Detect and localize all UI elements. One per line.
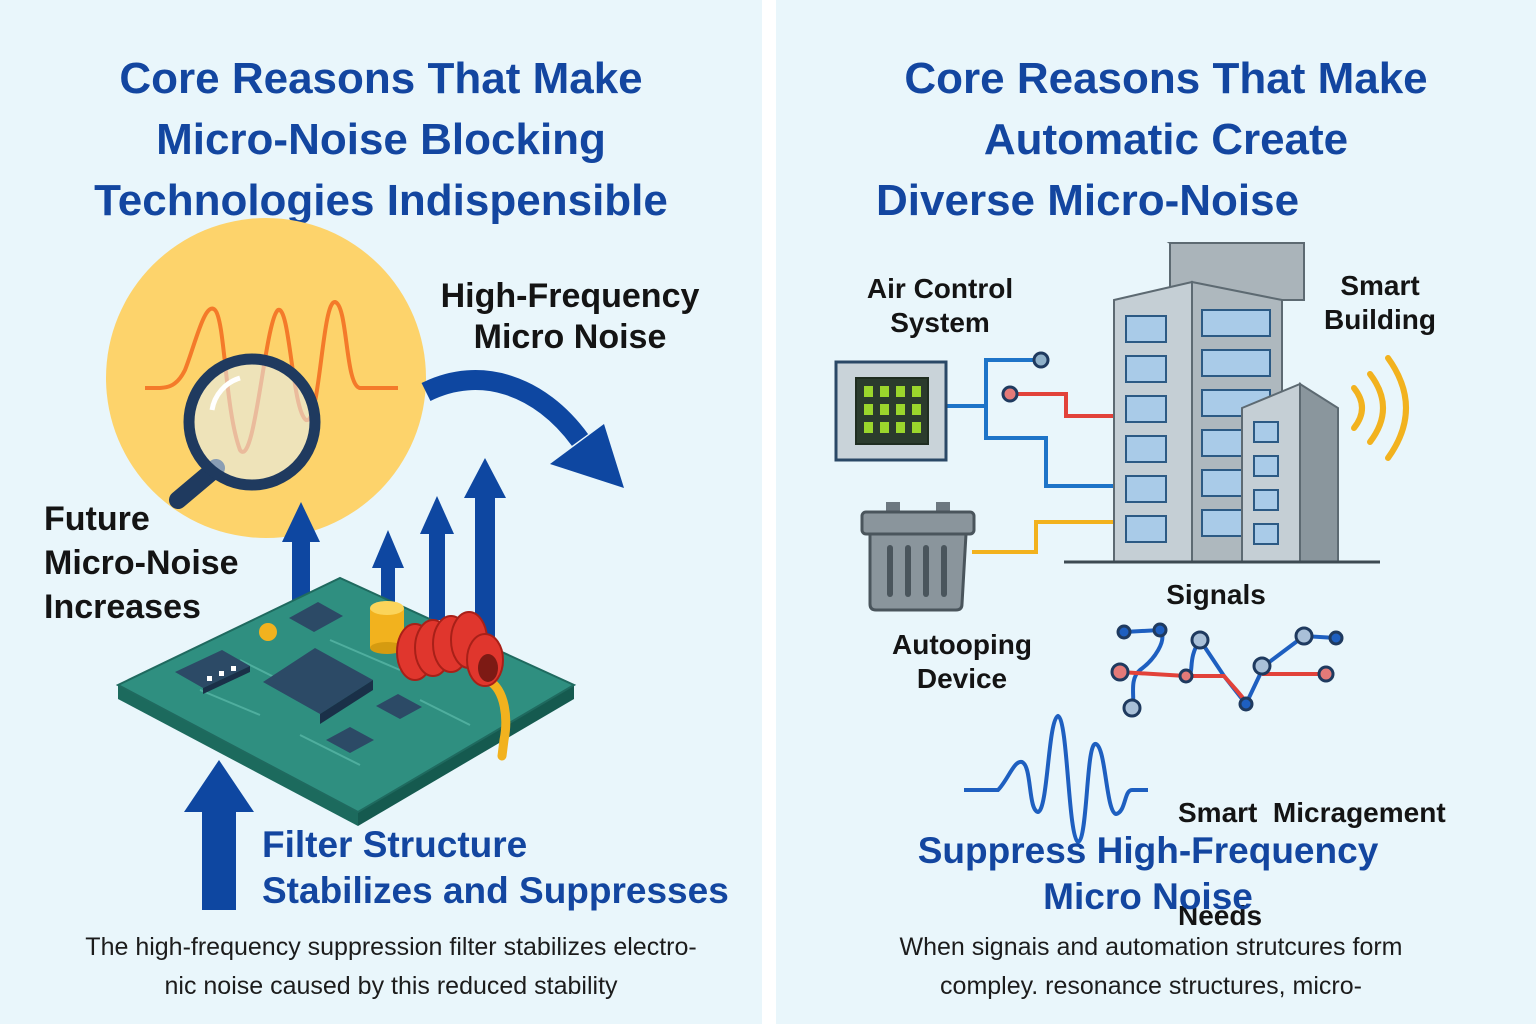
heading-line: Suppress High-Frequency <box>917 830 1379 871</box>
label-signals: Signals <box>1166 579 1266 610</box>
inductor-coil-icon <box>396 611 511 761</box>
right-title-line-2: Automatic Create <box>983 115 1349 164</box>
signal-network-icon <box>1110 622 1344 718</box>
label-line: High-Frequency <box>440 277 700 315</box>
label-line: Future <box>44 500 150 538</box>
label-line: Smart <box>1340 270 1420 301</box>
left-illustration <box>106 218 624 910</box>
left-title-line-3: Technologies Indispensible <box>94 176 668 225</box>
caption-line: The high-frequency suppression filter st… <box>85 933 697 961</box>
wires <box>946 351 1114 554</box>
label-smart-management-needs: Smart Micragement Needs <box>1178 728 1528 1001</box>
panel-divider <box>762 0 776 1024</box>
smart-building-icon <box>1064 242 1380 564</box>
label-smart-building: Smart Building <box>1310 269 1450 337</box>
label-line: System <box>890 307 990 339</box>
filter-structure-heading: Filter Structure Stabilizes and Suppress… <box>262 822 752 914</box>
battery-device-icon <box>860 502 976 612</box>
heading-line: Filter Structure <box>262 824 528 865</box>
label-high-frequency-micro-noise: High-Frequency Micro Noise <box>420 276 720 359</box>
up-arrow-icon <box>464 458 506 645</box>
curved-arrow-icon <box>421 370 624 488</box>
label-line: Micro-Noise <box>44 544 239 582</box>
right-caption: When signais and automation strutcures f… <box>816 928 1486 1006</box>
label-line: Smart Micragement <box>1178 797 1446 829</box>
label-line: Needs <box>1178 899 1263 931</box>
label-line: Micro Noise <box>473 318 667 357</box>
heading-line: Stabilizes and Suppresses <box>262 870 729 911</box>
left-caption: The high-frequency suppression filter st… <box>30 928 752 1006</box>
label-line: Increases <box>44 588 201 626</box>
left-title: Core Reasons That Make Micro-Noise Block… <box>20 48 742 231</box>
right-title-line-3: Diverse Micro-Noise <box>876 176 1300 225</box>
magnifier-icon <box>169 353 321 509</box>
wireless-signal-icon <box>1351 355 1409 461</box>
up-arrow-icon <box>420 496 454 620</box>
up-arrows <box>184 458 506 910</box>
air-control-chip-icon <box>834 360 948 462</box>
right-panel: Core Reasons That Make Automatic Create … <box>776 0 1536 1024</box>
label-autooping-device: Autooping Device <box>876 628 1048 696</box>
wave-icon <box>144 299 398 454</box>
right-illustration <box>834 242 1409 845</box>
left-title-line-2: Micro-Noise Blocking <box>156 115 606 164</box>
caption-line: compley. resonance structures, micro- <box>940 972 1362 1000</box>
label-line: Air Control <box>866 273 1014 304</box>
up-arrow-icon <box>282 502 320 600</box>
label-line: Device <box>916 663 1008 695</box>
label-line: Autooping <box>892 629 1032 660</box>
left-panel: Core Reasons That Make Micro-Noise Block… <box>0 0 762 1024</box>
heading-line: Micro Noise <box>1043 876 1253 917</box>
caption-line: nic noise caused by this reduced stabili… <box>164 972 618 1000</box>
label-air-control-system: Air Control System <box>850 272 1030 340</box>
up-arrow-icon <box>184 760 254 910</box>
left-title-line-1: Core Reasons That Make <box>119 54 643 103</box>
label-future-micro-noise: Future Micro-Noise Increases <box>44 497 324 629</box>
noise-waveform-icon <box>964 713 1148 845</box>
right-title: Core Reasons That Make Automatic Create … <box>846 48 1486 231</box>
caption-line: When signais and automation strutcures f… <box>899 933 1403 961</box>
label-line: Building <box>1324 304 1436 336</box>
suppress-heading: Suppress High-Frequency Micro Noise <box>876 828 1420 920</box>
right-title-line-1: Core Reasons That Make <box>904 54 1428 103</box>
